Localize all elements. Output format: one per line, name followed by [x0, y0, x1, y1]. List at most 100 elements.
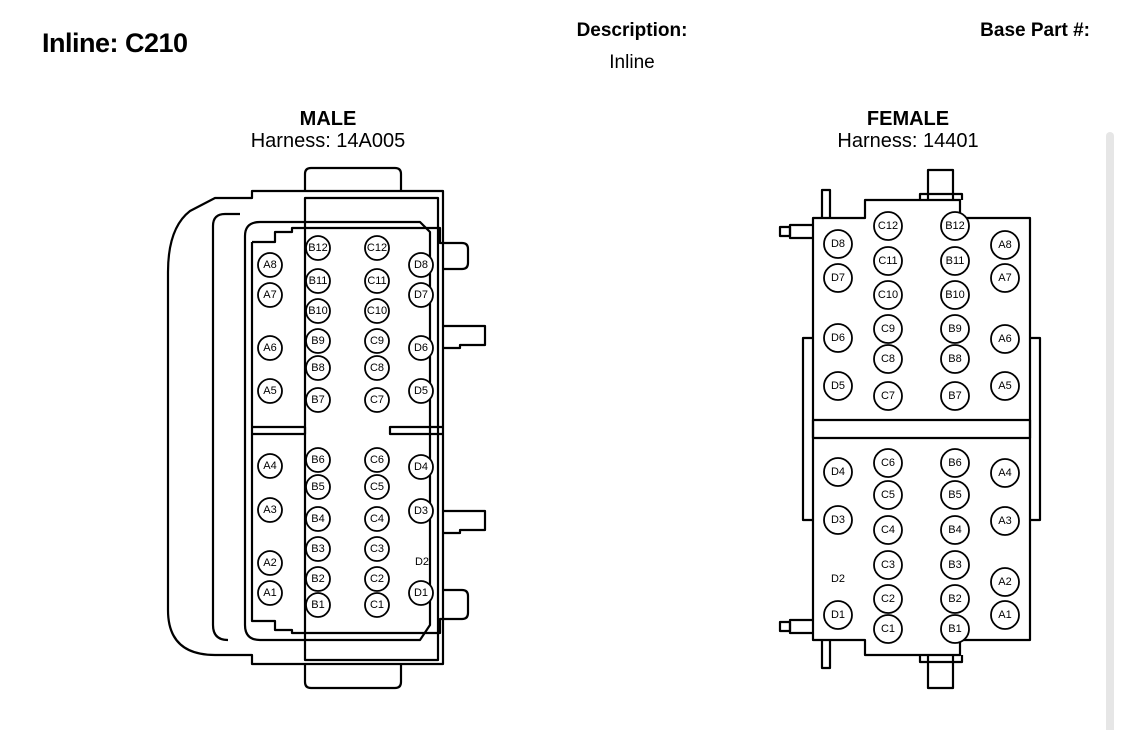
male-pin-c9-circle — [364, 328, 390, 354]
male-pin-d6-label: D6 — [414, 342, 428, 354]
male-pin-c12-circle — [364, 235, 390, 261]
female-pin-a1-label: A1 — [998, 609, 1011, 621]
female-pin-b1-circle — [940, 614, 970, 644]
female-pin-b4-circle — [940, 515, 970, 545]
female-pin-d7-label: D7 — [831, 272, 845, 284]
male-pin-a3-label: A3 — [263, 504, 276, 516]
female-pin-c10-circle — [873, 280, 903, 310]
female-pin-c6-label: C6 — [881, 457, 895, 469]
male-pin-d1-label: D1 — [414, 587, 428, 599]
male-pin-b7: B7 — [305, 387, 331, 413]
male-harness-label: Harness: 14A005 — [250, 130, 406, 152]
male-pin-c8-label: C8 — [370, 362, 384, 374]
female-pin-a2-circle — [990, 567, 1020, 597]
female-pin-d6-label: D6 — [831, 332, 845, 344]
male-pin-group: A1A2A3A4A5A6A7A8B1B2B3B4B5B6B7B8B9B10B11… — [257, 235, 434, 618]
male-pin-b9-circle — [305, 328, 331, 354]
vertical-scrollbar[interactable] — [1106, 132, 1114, 730]
female-pin-c5: C5 — [873, 480, 903, 510]
female-pin-c7-label: C7 — [881, 390, 895, 402]
male-pin-a3-circle — [257, 497, 283, 523]
male-pin-b8-circle — [305, 355, 331, 381]
female-pin-d3: D3 — [823, 505, 853, 535]
male-pin-b2-label: B2 — [311, 573, 324, 585]
female-pin-a1: A1 — [990, 600, 1020, 630]
female-pin-d5-circle — [823, 371, 853, 401]
female-pin-b7-label: B7 — [948, 390, 961, 402]
male-pin-a2: A2 — [257, 550, 283, 576]
female-pin-b5-circle — [940, 480, 970, 510]
female-pin-d1: D1 — [823, 600, 853, 630]
male-pin-c1-label: C1 — [370, 599, 384, 611]
male-pin-c10-label: C10 — [367, 305, 387, 317]
male-pin-b9-label: B9 — [311, 335, 324, 347]
male-pin-c3-circle — [364, 536, 390, 562]
male-pin-b6-label: B6 — [311, 454, 324, 466]
male-pin-a5: A5 — [257, 378, 283, 404]
female-pin-b10-label: B10 — [945, 289, 965, 301]
male-pin-b3: B3 — [305, 536, 331, 562]
female-pin-a3: A3 — [990, 506, 1020, 536]
male-pin-c8: C8 — [364, 355, 390, 381]
female-pin-a6: A6 — [990, 324, 1020, 354]
female-pin-d5-label: D5 — [831, 380, 845, 392]
female-pin-b5: B5 — [940, 480, 970, 510]
male-pin-b4-circle — [305, 506, 331, 532]
male-pin-c9-label: C9 — [370, 335, 384, 347]
female-pin-c5-label: C5 — [881, 489, 895, 501]
female-pin-b8-circle — [940, 344, 970, 374]
male-pin-d1: D1 — [408, 580, 434, 606]
female-pin-d1-circle — [823, 600, 853, 630]
male-pin-d6-circle — [408, 335, 434, 361]
female-pin-c3: C3 — [873, 550, 903, 580]
female-pin-c8: C8 — [873, 344, 903, 374]
female-pin-c4-circle — [873, 515, 903, 545]
male-pin-d7-circle — [408, 282, 434, 308]
female-pin-c2-circle — [873, 584, 903, 614]
male-pin-b1-label: B1 — [311, 599, 324, 611]
female-pin-b6: B6 — [940, 448, 970, 478]
female-pin-d5: D5 — [823, 371, 853, 401]
female-pin-a4: A4 — [990, 458, 1020, 488]
female-pin-b6-circle — [940, 448, 970, 478]
female-pin-d6-circle — [823, 323, 853, 353]
female-pin-a3-circle — [990, 506, 1020, 536]
female-pin-d8-circle — [823, 229, 853, 259]
male-pin-b1: B1 — [305, 592, 331, 618]
female-pin-c9: C9 — [873, 314, 903, 344]
male-pin-d7: D7 — [408, 282, 434, 308]
female-pin-c8-label: C8 — [881, 353, 895, 365]
male-pin-b12-circle — [305, 235, 331, 261]
female-pin-c4-label: C4 — [881, 524, 895, 536]
female-pin-a7: A7 — [990, 263, 1020, 293]
male-pin-a1-label: A1 — [263, 587, 276, 599]
male-pin-b10-label: B10 — [308, 305, 328, 317]
female-pin-c12: C12 — [873, 211, 903, 241]
female-pin-c7-circle — [873, 381, 903, 411]
male-pin-c6: C6 — [364, 447, 390, 473]
female-pin-b7: B7 — [940, 381, 970, 411]
female-pin-b9: B9 — [940, 314, 970, 344]
male-pin-c4-label: C4 — [370, 513, 384, 525]
male-pin-d8-circle — [408, 252, 434, 278]
female-pin-a8: A8 — [990, 230, 1020, 260]
male-pin-a8-circle — [257, 252, 283, 278]
male-pin-d1-circle — [408, 580, 434, 606]
female-pin-a8-label: A8 — [998, 239, 1011, 251]
female-pin-b3-label: B3 — [948, 559, 961, 571]
female-pin-c11-circle — [873, 246, 903, 276]
male-pin-b7-circle — [305, 387, 331, 413]
female-pin-b1: B1 — [940, 614, 970, 644]
female-pin-a7-label: A7 — [998, 272, 1011, 284]
female-pin-b5-label: B5 — [948, 489, 961, 501]
male-pin-b5-label: B5 — [311, 481, 324, 493]
female-pin-c11: C11 — [873, 246, 903, 276]
female-pin-d7: D7 — [823, 263, 853, 293]
female-pin-b2-label: B2 — [948, 593, 961, 605]
male-pin-c11-label: C11 — [367, 275, 386, 287]
female-pin-c9-label: C9 — [881, 323, 895, 335]
connector-title: Inline: C210 — [42, 28, 188, 58]
female-pin-c7: C7 — [873, 381, 903, 411]
male-pin-d2-label: D2 — [415, 556, 429, 568]
male-pin-b6-circle — [305, 447, 331, 473]
